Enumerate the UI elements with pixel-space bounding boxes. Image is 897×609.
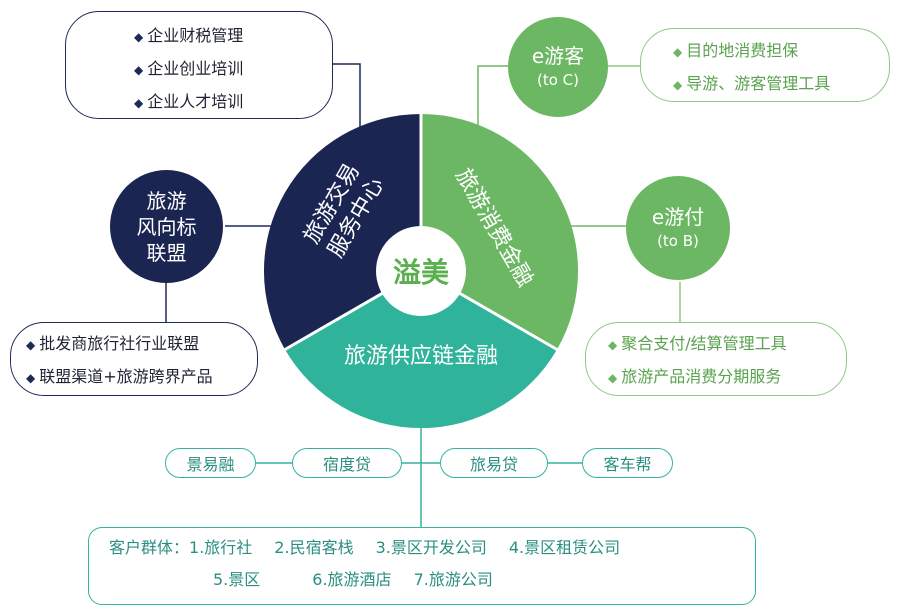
list-item: ◆联盟渠道+旅游跨界产品 <box>26 361 257 394</box>
diamond-bullet-icon: ◆ <box>26 338 36 352</box>
eyoufu-box: ◆聚合支付/结算管理工具 ◆旅游产品消费分期服务 <box>585 322 847 396</box>
product-pill-kecheban: 客车帮 <box>582 448 673 478</box>
center-label: 溢美 <box>393 256 449 289</box>
diamond-bullet-icon: ◆ <box>608 371 618 385</box>
eyouke-box: ◆目的地消费担保 ◆导游、游客管理工具 <box>640 28 890 102</box>
list-item: ◆企业人才培训 <box>134 86 332 119</box>
product-pill-sududa i: 宿度贷 <box>292 448 402 478</box>
diamond-bullet-icon: ◆ <box>134 96 144 110</box>
list-item: ◆企业创业培训 <box>134 53 332 86</box>
diamond-bullet-icon: ◆ <box>134 30 144 44</box>
diamond-bullet-icon: ◆ <box>26 371 36 385</box>
list-item: ◆批发商旅行社行业联盟 <box>26 328 257 361</box>
product-pill-lvyidai: 旅易贷 <box>440 448 548 478</box>
center-circle <box>376 226 466 316</box>
enterprise-services-box: ◆企业财税管理 ◆企业创业培训 ◆企业人才培训 <box>65 11 333 119</box>
diamond-bullet-icon: ◆ <box>673 78 683 92</box>
list-item: ◆聚合支付/结算管理工具 <box>608 328 846 361</box>
list-item: ◆企业财税管理 <box>134 20 332 53</box>
diamond-bullet-icon: ◆ <box>673 45 683 59</box>
alliance-box: ◆批发商旅行社行业联盟 ◆联盟渠道+旅游跨界产品 <box>10 322 258 396</box>
eyoufu-circle: e游付 (to B) <box>626 176 730 280</box>
list-item: ◆目的地消费担保 <box>673 35 889 68</box>
list-item: ◆导游、游客管理工具 <box>673 68 889 101</box>
customer-groups-label: 客户群体： <box>109 538 190 557</box>
diamond-bullet-icon: ◆ <box>134 63 144 77</box>
connector-lines <box>165 63 681 535</box>
alliance-circle: 旅游 风向标 联盟 <box>110 170 223 283</box>
eyouke-circle: e游客 (to C) <box>508 17 608 117</box>
supply-chain-finance-label: 旅游供应链金融 <box>344 344 498 369</box>
diamond-bullet-icon: ◆ <box>608 338 618 352</box>
product-pill-jingyirong: 景易融 <box>165 448 256 478</box>
list-item: ◆旅游产品消费分期服务 <box>608 361 846 394</box>
